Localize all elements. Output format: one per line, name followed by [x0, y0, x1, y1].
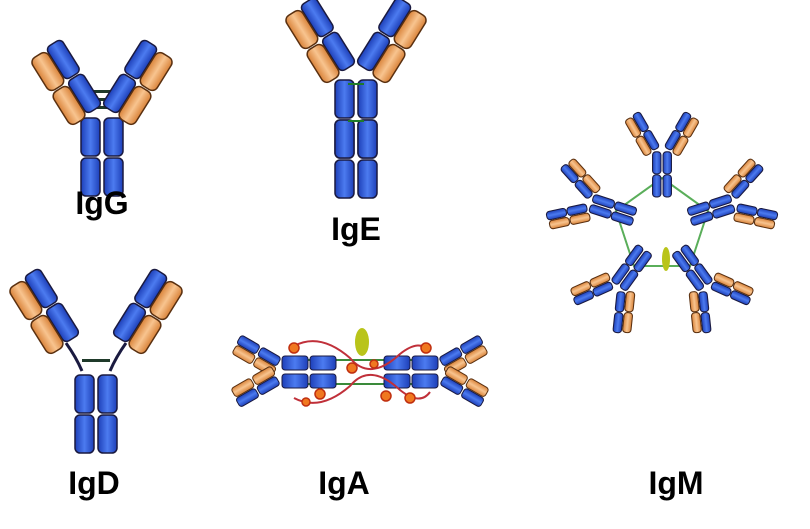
iga-label: IgA	[318, 465, 370, 501]
igm-j-chain	[662, 247, 670, 271]
igm-label: IgM	[648, 465, 703, 501]
igm-structure	[540, 110, 784, 342]
iga-left-monomer	[231, 335, 337, 407]
iga-secretory-component	[293, 340, 431, 404]
ige-label: IgE	[331, 211, 381, 247]
igd-structure	[5, 266, 187, 454]
iga-right-monomer	[383, 335, 489, 407]
iga-structure	[231, 328, 489, 407]
iga-j-chain	[355, 328, 369, 356]
igd-label: IgD	[68, 465, 120, 501]
igg-label: IgG	[75, 185, 128, 221]
igg-structure	[27, 37, 177, 197]
ige-structure	[281, 0, 431, 199]
